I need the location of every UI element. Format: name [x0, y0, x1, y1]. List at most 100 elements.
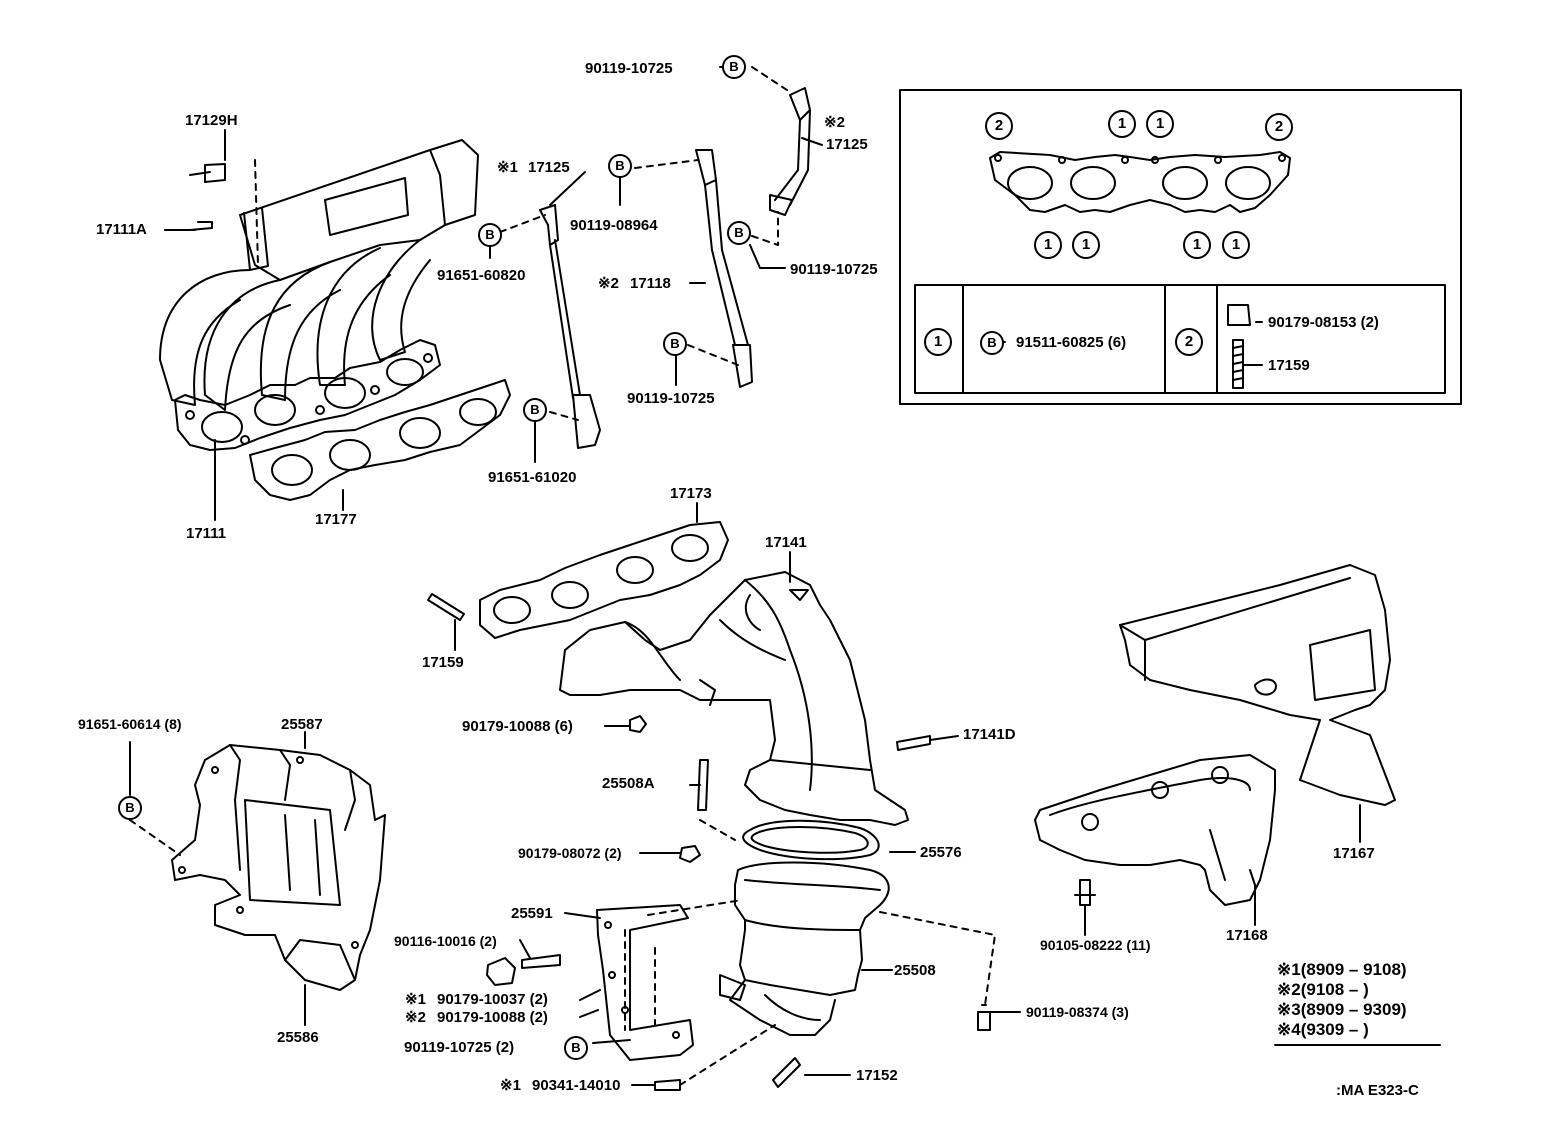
bolt-symbol-90119-10725-low: B: [663, 332, 687, 356]
inset-mark-2-right: 2: [1265, 113, 1293, 141]
label-90119-10725-2: 90119-10725 (2): [404, 1039, 515, 1056]
bolt-symbol-91651-61020: B: [523, 398, 547, 422]
legend-range: (9309 – ): [1300, 1020, 1369, 1039]
bolt-symbol-91651-60820: B: [478, 223, 502, 247]
legend-mark: ※1: [1277, 960, 1301, 979]
label-17111A: 17111A: [96, 221, 147, 238]
label-91651-60614: 91651-60614 (8): [78, 716, 182, 732]
stay-17125-drawing: [539, 204, 601, 449]
legend-mark: ※3: [1277, 1000, 1301, 1019]
gasket-25576-drawing: [742, 819, 880, 861]
stud-17159-drawing: [427, 593, 465, 621]
table-part-17159: 17159: [1268, 357, 1310, 374]
label-17125-1: 17125: [528, 159, 570, 176]
bolt-90119-08374: [977, 1004, 991, 1031]
legend-row-4: ※4(9309 – ): [1277, 1020, 1369, 1040]
table-bolt-symbol: B: [980, 331, 1004, 355]
label-90119-10725-low: 90119-10725: [627, 390, 715, 407]
exhaust-gasket-17173-drawing: [479, 521, 729, 639]
legend-row-1: ※1(8909 – 9108): [1277, 960, 1407, 980]
label-90341-14010: 90341-14010: [532, 1077, 621, 1094]
stud-90116-10016: [521, 954, 561, 969]
label-25587: 25587: [281, 716, 323, 733]
heat-insulator-drawing: [171, 744, 386, 991]
legend-range: (8909 – 9309): [1300, 1000, 1407, 1019]
heat-insulator-17168-drawing: [1034, 754, 1276, 906]
inset-mark-1-top-b: 1: [1146, 110, 1174, 138]
bolt-symbol-91651-60614: B: [118, 796, 142, 820]
bolt-symbol-90119-08964: B: [608, 154, 632, 178]
label-17167: 17167: [1333, 845, 1375, 862]
legend-range: (9108 – ): [1300, 980, 1369, 999]
bolt-symbol-top: B: [722, 55, 746, 79]
label-17125-mark-1: ※1: [497, 159, 518, 176]
label-90119-10725-mid: 90119-10725: [790, 261, 878, 278]
inset-mark-1-top-a: 1: [1108, 110, 1136, 138]
label-90179-08072: 90179-08072 (2): [518, 845, 622, 861]
bolt-90105-08222: [1074, 879, 1096, 906]
legend-range: (8909 – 9108): [1300, 960, 1407, 979]
stay-17118-drawing: [695, 149, 753, 388]
label-90119-08964: 90119-08964: [570, 217, 658, 234]
bolt-symbol-90119-10725-mid: B: [727, 221, 751, 245]
inset-mark-1-bot-a: 1: [1034, 231, 1062, 259]
table-mark-1: 1: [924, 328, 952, 356]
diagram-code: :MA E323-C: [1336, 1082, 1419, 1099]
label-90179-10088-2: 90179-10088 (2): [437, 1009, 548, 1026]
table-part-91511-60825: 91511-60825 (6): [1016, 334, 1127, 351]
label-17141: 17141: [765, 534, 807, 551]
label-17152: 17152: [856, 1067, 898, 1084]
inset-mark-1-bot-b: 1: [1072, 231, 1100, 259]
inset-gasket-box: [899, 89, 1462, 405]
stud-25508A: [697, 759, 709, 811]
label-90179-10037-mark: ※1: [405, 991, 426, 1008]
legend-row-2: ※2(9108 – ): [1277, 980, 1369, 1000]
nut-90179-10037: [486, 957, 516, 986]
table-part-90179-08153: 90179-08153 (2): [1268, 314, 1379, 331]
label-17141D: 17141D: [963, 726, 1016, 743]
nut-90179-10088: [629, 715, 647, 733]
label-90179-10088-6: 90179-10088 (6): [462, 718, 573, 735]
label-90341-14010-mark: ※1: [500, 1077, 521, 1094]
label-17177: 17177: [315, 511, 357, 528]
legend-mark: ※2: [1277, 980, 1301, 999]
catalytic-converter-drawing: [719, 861, 890, 1036]
inset-mark-1-bot-d: 1: [1222, 231, 1250, 259]
label-90179-10088-2-mark: ※2: [405, 1009, 426, 1026]
label-90105-08222: 90105-08222 (11): [1040, 937, 1151, 953]
label-25586: 25586: [277, 1029, 319, 1046]
label-91651-60820: 91651-60820: [437, 267, 526, 284]
stud-17141D: [896, 735, 931, 751]
label-25576: 25576: [920, 844, 962, 861]
label-17125-mark-2: ※2: [824, 114, 845, 131]
label-25591: 25591: [511, 905, 553, 922]
label-25508: 25508: [894, 962, 936, 979]
heat-insulator-17167-drawing: [1119, 564, 1396, 806]
table-mark-2: 2: [1175, 328, 1203, 356]
stay-17125-b-drawing: [769, 87, 811, 216]
label-90179-10037: 90179-10037 (2): [437, 991, 548, 1008]
label-90119-08374: 90119-08374 (3): [1026, 1004, 1129, 1020]
label-25508A: 25508A: [602, 775, 655, 792]
intake-manifold-drawing: [159, 139, 511, 501]
label-91651-61020: 91651-61020: [488, 469, 577, 486]
label-17168: 17168: [1226, 927, 1268, 944]
bracket-25591-drawing: [596, 904, 694, 1061]
label-90116-10016: 90116-10016 (2): [394, 933, 497, 949]
label-90119-10725-top: 90119-10725: [585, 60, 673, 77]
exhaust-manifold-drawing: [559, 571, 909, 826]
label-17159: 17159: [422, 654, 464, 671]
inset-mark-2-left: 2: [985, 112, 1013, 140]
bolt-symbol-90119-10725-2: B: [564, 1036, 588, 1060]
legend-mark: ※4: [1277, 1020, 1301, 1039]
label-17125-2: 17125: [826, 136, 868, 153]
legend-row-3: ※3(8909 – 9309): [1277, 1000, 1407, 1020]
nut-90179-08072: [679, 845, 701, 863]
label-17129H: 17129H: [185, 112, 238, 129]
label-17118-mark: ※2: [598, 275, 619, 292]
bolt-90341-14010: [654, 1079, 681, 1091]
stud-17152: [772, 1057, 801, 1088]
inset-mark-1-bot-c: 1: [1183, 231, 1211, 259]
label-17118: 17118: [630, 275, 671, 292]
